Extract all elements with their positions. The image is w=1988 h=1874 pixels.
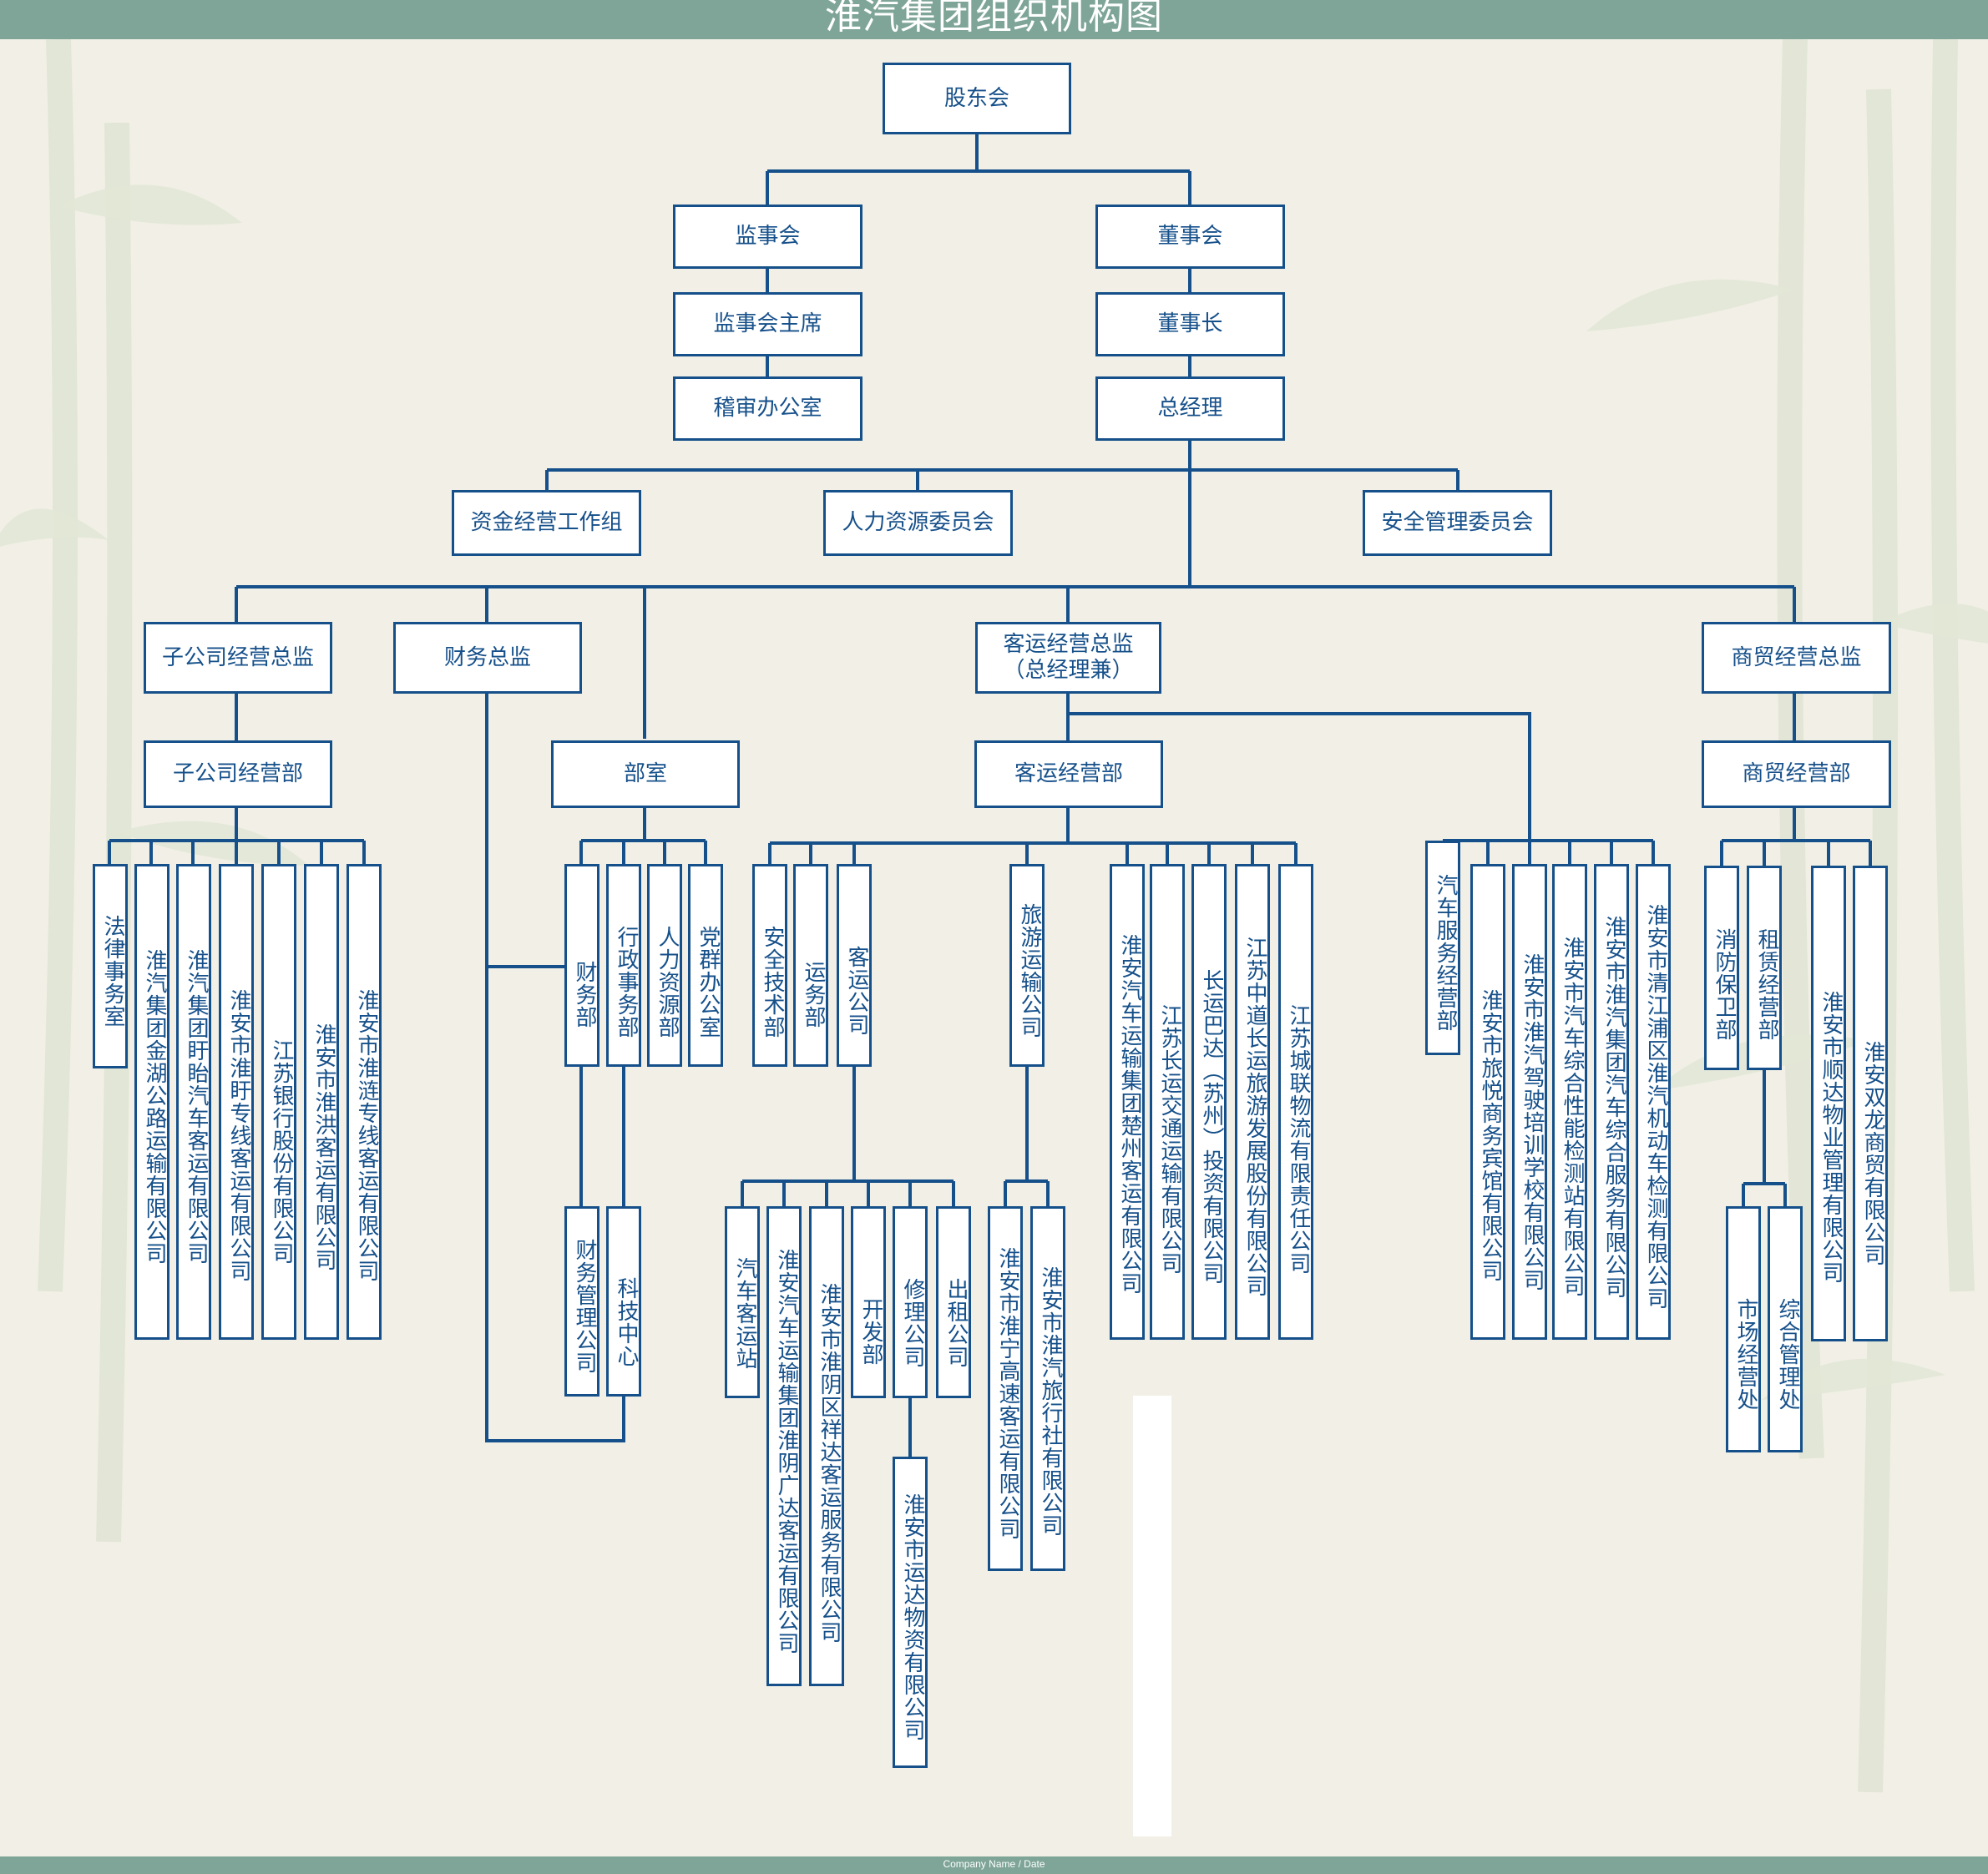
node-travel-agency: 淮安市淮汽旅行社有限公司 xyxy=(1030,1206,1065,1571)
node-passenger-dept: 客运经营部 xyxy=(974,740,1163,808)
node-supervisory-chair: 监事会主席 xyxy=(673,292,862,356)
footer-bar xyxy=(0,1856,1988,1874)
node-taxi-co: 出租公司 xyxy=(936,1206,971,1398)
node-changyun-traffic: 江苏长运交通运输有限公司 xyxy=(1150,864,1185,1340)
page-title: 淮汽集团组织机构图 xyxy=(825,0,1163,38)
node-dev-dept: 开发部 xyxy=(851,1206,886,1398)
node-admin-dept: 行政事务部 xyxy=(606,864,641,1067)
node-city-logistics: 江苏城联物流有限责任公司 xyxy=(1278,864,1313,1340)
node-huaihong: 淮安市淮洪客运有限公司 xyxy=(304,864,339,1340)
node-safety-committee: 安全管理委员会 xyxy=(1363,490,1552,556)
node-yunda-materials: 淮安市运达物资有限公司 xyxy=(893,1457,928,1768)
node-tourism-co: 旅游运输公司 xyxy=(1009,864,1045,1067)
node-huaiyin-guangda: 淮安汽车运输集团淮阴广达客运有限公司 xyxy=(766,1206,802,1686)
node-shareholders: 股东会 xyxy=(883,63,1071,134)
node-finance-mgmt-co: 财务管理公司 xyxy=(564,1206,599,1397)
node-huaining: 淮安市淮宁高速客运有限公司 xyxy=(988,1206,1023,1571)
node-finance-director: 财务总监 xyxy=(393,622,582,694)
node-zhongdao: 江苏中道长运旅游发展股份有限公司 xyxy=(1235,864,1270,1340)
node-chuzhou: 淮安汽车运输集团楚州客运有限公司 xyxy=(1110,864,1145,1340)
node-inspection-station: 淮安市汽车综合性能检测站有限公司 xyxy=(1552,864,1587,1340)
node-departments: 部室 xyxy=(551,740,740,808)
node-general-office: 综合管理处 xyxy=(1768,1206,1803,1452)
node-huailian: 淮安市淮涟专线客运有限公司 xyxy=(347,864,382,1340)
node-huaixu: 淮安市淮盱专线客运有限公司 xyxy=(219,864,254,1340)
node-trade-dept: 商贸经营部 xyxy=(1702,740,1891,808)
white-strip xyxy=(1133,1396,1171,1836)
node-general-manager: 总经理 xyxy=(1095,376,1285,441)
node-driving-school: 淮安市淮汽驾驶培训学校有限公司 xyxy=(1512,864,1547,1340)
node-fund-group: 资金经营工作组 xyxy=(452,490,641,556)
node-transport-dept: 运务部 xyxy=(793,864,828,1067)
node-hr-committee: 人力资源委员会 xyxy=(823,490,1013,556)
node-tech-center: 科技中心 xyxy=(606,1206,641,1397)
node-auto-service: 汽车服务经营部 xyxy=(1425,841,1460,1055)
node-auto-service-co: 淮安市淮汽集团汽车综合服务有限公司 xyxy=(1594,864,1629,1340)
node-market-office: 市场经营处 xyxy=(1726,1206,1761,1452)
node-xiangda: 淮安市淮阴区祥达客运服务有限公司 xyxy=(809,1206,844,1686)
node-party-office: 党群办公室 xyxy=(688,864,723,1067)
node-shunda: 淮安市顺达物业管理有限公司 xyxy=(1811,866,1846,1341)
node-passenger-director: 客运经营总监 （总经理兼） xyxy=(975,622,1161,694)
node-supervisory-board: 监事会 xyxy=(673,205,862,269)
node-board: 董事会 xyxy=(1095,205,1285,269)
node-hr-dept: 人力资源部 xyxy=(647,864,682,1067)
node-finance-dept: 财务部 xyxy=(564,864,599,1067)
footer-text: Company Name / Date xyxy=(943,1858,1045,1870)
node-xuyi: 淮汽集团盱眙汽车客运有限公司 xyxy=(176,864,211,1340)
node-changyun-bus: 长运巴达（苏州）投资有限公司 xyxy=(1191,864,1227,1340)
node-safety-tech: 安全技术部 xyxy=(752,864,787,1067)
node-legal-office: 法律事务室 xyxy=(93,864,128,1068)
node-vehicle-test: 淮安市清江浦区淮汽机动车检测有限公司 xyxy=(1636,864,1671,1340)
node-passenger-co: 客运公司 xyxy=(837,864,872,1067)
node-chairman: 董事长 xyxy=(1095,292,1285,356)
node-shuanglong: 淮安双龙商贸有限公司 xyxy=(1853,866,1888,1341)
node-fire-dept: 消防保卫部 xyxy=(1704,866,1739,1070)
title-bar xyxy=(0,0,1988,39)
node-bus-station: 汽车客运站 xyxy=(725,1206,760,1398)
node-repair-co: 修理公司 xyxy=(893,1206,928,1398)
node-jinhu: 淮汽集团金湖公路运输有限公司 xyxy=(134,864,169,1340)
node-audit-office: 稽审办公室 xyxy=(673,376,862,441)
node-leasing-dept: 租赁经营部 xyxy=(1747,866,1782,1070)
node-jiangsu-bank: 江苏银行股份有限公司 xyxy=(261,864,296,1340)
node-subsidiary-dept: 子公司经营部 xyxy=(144,740,332,808)
node-subsidiary-director: 子公司经营总监 xyxy=(144,622,332,694)
node-lvyue-hotel: 淮安市旅悦商务宾馆有限公司 xyxy=(1470,864,1505,1340)
node-trade-director: 商贸经营总监 xyxy=(1702,622,1891,694)
